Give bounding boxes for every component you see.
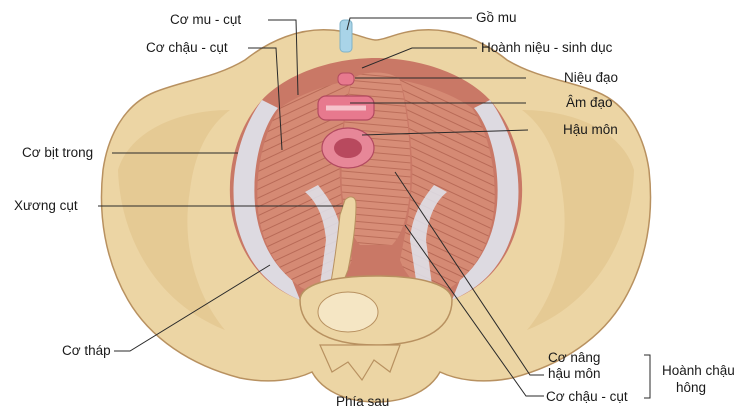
pubic-symphysis xyxy=(340,20,352,52)
label-anus: Hậu môn xyxy=(563,122,618,137)
urethra-opening xyxy=(338,73,354,85)
label-vagina: Âm đạo xyxy=(566,95,613,110)
label-piriformis: Cơ tháp xyxy=(62,343,111,358)
label-iliococcygeus-top: Cơ chậu - cụt xyxy=(146,40,228,55)
vertebral-canal xyxy=(318,292,378,332)
anus-lumen xyxy=(334,138,362,158)
label-urethra: Niệu đạo xyxy=(564,70,618,85)
label-levator-ani-2: hậu môn xyxy=(548,366,601,381)
leader-pubic-symphysis xyxy=(347,18,472,30)
label-pelvic-diaphragm-1: Hoành chậu xyxy=(662,363,735,378)
label-pubic-symphysis: Gồ mu xyxy=(476,10,517,25)
label-levator-ani-1: Cơ nâng xyxy=(548,350,600,365)
label-urogenital-diaphragm: Hoành niệu - sinh dục xyxy=(481,40,612,55)
label-pelvic-diaphragm-2: hông xyxy=(676,380,706,395)
label-iliococcygeus-bottom: Cơ chậu - cụt xyxy=(546,389,628,404)
label-coccyx: Xương cụt xyxy=(14,198,78,213)
pelvic-diaphragm-bracket xyxy=(644,355,650,398)
label-posterior: Phía sau xyxy=(336,394,389,409)
label-pubococcygeus: Cơ mu - cụt xyxy=(170,12,241,27)
label-obturator-internus: Cơ bịt trong xyxy=(22,145,93,160)
